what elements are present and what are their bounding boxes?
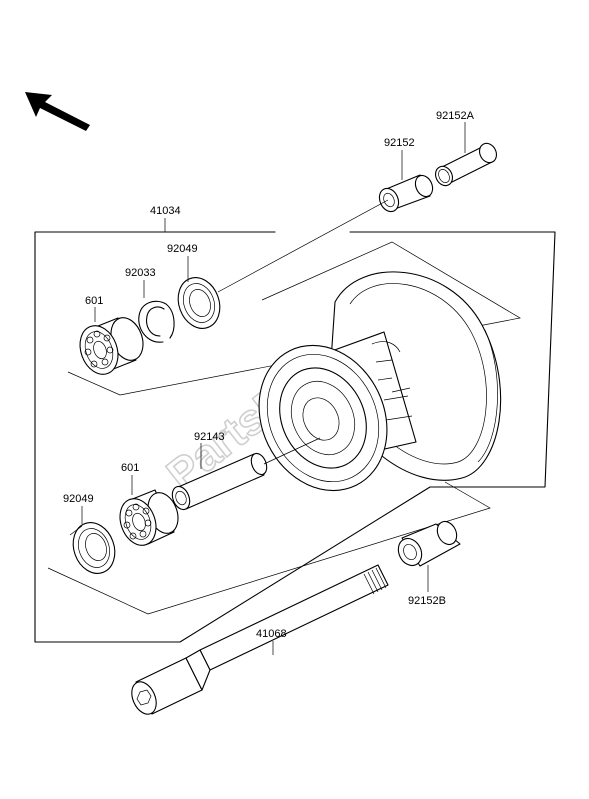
- label-92152: 92152: [384, 137, 415, 149]
- distance-collar-92143: [171, 452, 268, 511]
- collar-92152a: [434, 142, 498, 187]
- label-92049-top: 92049: [167, 243, 198, 255]
- label-601-top: 601: [85, 295, 103, 307]
- assembly-bracket: [34, 218, 556, 643]
- label-92152b: 92152B: [408, 595, 446, 607]
- ball-bearing-601-top: [79, 317, 144, 375]
- direction-arrow-icon: [25, 92, 90, 131]
- label-92049-bottom: 92049: [63, 493, 94, 505]
- upper-subgroup-outline: [67, 241, 521, 396]
- lower-subgroup-outline: [47, 481, 491, 615]
- axis-line-lower: [263, 437, 321, 465]
- part-labels: 41034 92152 92152A 92049 92033 601 92143…: [63, 110, 475, 640]
- axle-41068: [131, 564, 389, 715]
- collar-92152: [378, 174, 434, 213]
- wheel-hub: [258, 271, 502, 492]
- label-92033: 92033: [125, 267, 156, 279]
- oil-seal-92049-bottom: [69, 522, 116, 574]
- collar-92152b: [397, 520, 461, 567]
- bearing-balls-top: [84, 330, 114, 368]
- label-41034: 41034: [150, 205, 181, 217]
- oil-seal-92049-top: [177, 277, 221, 329]
- circlip-92033: [138, 300, 175, 343]
- bearing-balls-bottom: [123, 503, 152, 540]
- label-92152a: 92152A: [436, 110, 475, 122]
- axis-line-upper: [217, 199, 389, 293]
- label-41068: 41068: [256, 628, 287, 640]
- leader-lines: [81, 122, 466, 655]
- label-601-bottom: 601: [121, 462, 139, 474]
- label-92143: 92143: [194, 431, 225, 443]
- ball-bearing-601-bottom: [119, 489, 179, 546]
